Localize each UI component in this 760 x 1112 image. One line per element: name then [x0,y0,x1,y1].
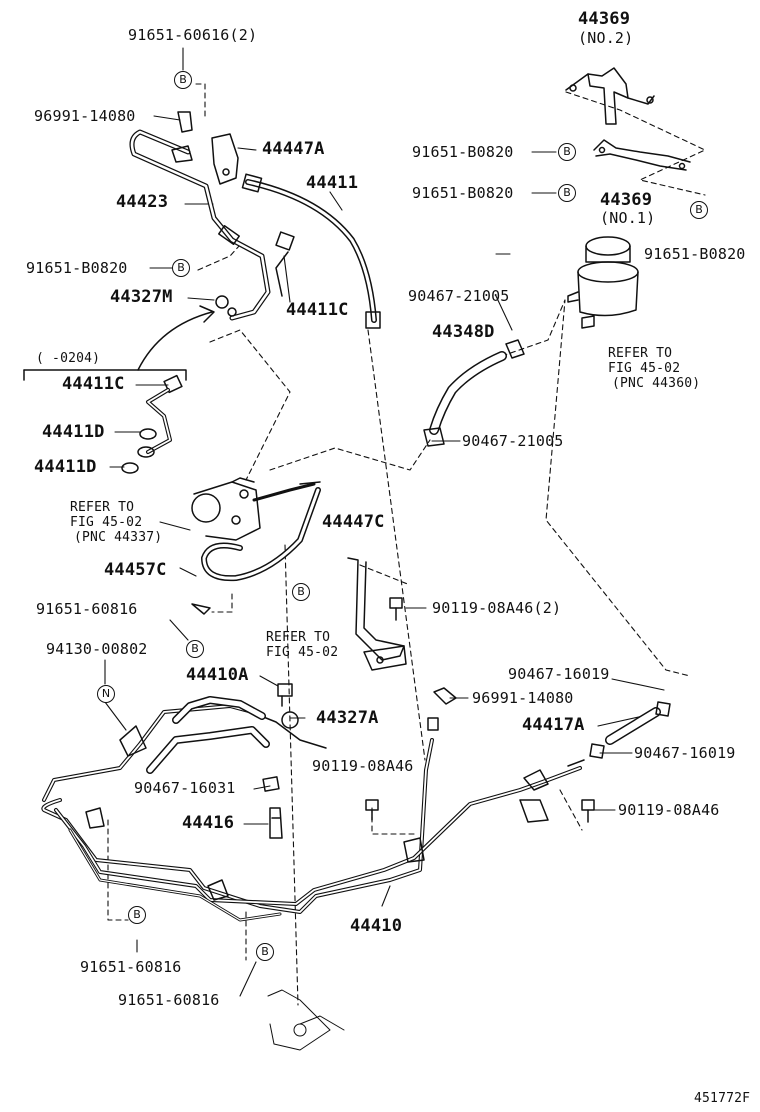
hose-44417A [567,701,671,767]
label-90119-08A46-2: 90119-08A46(2) [432,599,562,617]
steering-gear [267,989,345,1051]
label-44411: 44411 [306,173,359,193]
label-44369-no1-sub: (NO.1) [600,209,656,227]
label-44411C-top: 44411C [286,300,349,320]
label-44327A: 44327A [316,708,379,728]
label-91651-B0820-a: 91651-B0820 [412,143,514,161]
refer2-line1: REFER TO [70,500,135,515]
label-44410A: 44410A [186,665,249,685]
marker-b-4: B [690,201,708,219]
marker-b-3: B [558,184,576,202]
label-96991-14080-mid: 96991-14080 [472,689,574,707]
hose-44411 [241,173,381,329]
label-44369-no2: 44369 [578,9,631,29]
clip-96991-top [177,111,193,133]
label-44410: 44410 [350,916,403,936]
bracket-44447A [211,133,239,185]
clip-96991-mid [433,687,457,705]
label-44348D: 44348D [432,322,495,342]
label-44457C: 44457C [104,560,167,580]
marker-b-8: B [128,906,146,924]
reservoir-tank [567,236,639,329]
fittings-mid [255,683,327,792]
marker-b-7: B [186,640,204,658]
marker-b-1: B [174,71,192,89]
pipe-44423 [129,129,271,321]
label-44447A: 44447A [262,139,325,159]
bolts-lower [365,717,595,823]
label-90467-21005-a: 90467-21005 [408,287,510,305]
label-44369-no2-sub: (NO.2) [578,29,634,47]
label-91651-60816-b: 91651-60816 [80,958,182,976]
label-90119-08A46-c: 90119-08A46 [618,801,720,819]
marker-n: N [97,685,115,703]
refer1-line1: REFER TO [608,346,673,361]
fitting-44416 [269,807,283,839]
refer1-line3: (PNC 44360) [612,376,701,391]
label-44423: 44423 [116,192,169,212]
hose-44348D [423,339,525,447]
label-91651-60816-c: 91651-60816 [118,991,220,1009]
label-44417A: 44417A [522,715,585,735]
bracket-44447C [347,557,407,671]
marker-b-5: B [172,259,190,277]
refer2-line3: (PNC 44337) [74,530,163,545]
label-90119-08A46-b: 90119-08A46 [312,757,414,775]
label-0204: ( -0204) [36,351,101,366]
refer1-line2: FIG 45-02 [608,361,681,376]
n-leader [104,701,127,731]
marker-b-6: B [292,583,310,601]
marker-b-9: B [256,943,274,961]
pipe-44411C-assembly [121,374,183,474]
label-44369-no1: 44369 [600,190,653,210]
label-44327M: 44327M [110,287,173,307]
label-44447C: 44447C [322,512,385,532]
label-96991-14080-top: 96991-14080 [34,107,136,125]
refer2-line2: FIG 45-02 [70,515,143,530]
label-90467-16019-a: 90467-16019 [508,665,610,683]
label-44411C: 44411C [62,374,125,394]
pipe-44410 [41,696,582,922]
bracket-44369-no2 [565,67,655,125]
bracket-44369-no1 [593,139,691,171]
label-90467-21005-b: 90467-21005 [462,432,564,450]
union-44327M [215,295,237,317]
label-91651-60616: 91651-60616(2) [128,26,258,44]
line-clamps [85,725,549,901]
label-44416: 44416 [182,813,235,833]
bolt-90119-a [389,597,403,621]
label-44411D-b: 44411D [34,457,97,477]
marker-b-2: B [558,143,576,161]
label-90467-16019-b: 90467-16019 [634,744,736,762]
label-91651-B0820-c: 91651-B0820 [26,259,128,277]
dashed-lines [107,83,706,1006]
power-steering-pump [191,477,321,541]
arrow-curve [137,305,215,371]
refer3-line2: FIG 45-02 [266,645,339,660]
label-91651-60816-a: 91651-60816 [36,600,138,618]
label-90467-16031: 90467-16031 [134,779,236,797]
refer3-line1: REFER TO [266,630,331,645]
bracket-0204 [23,369,187,381]
label-94130-00802: 94130-00802 [46,640,148,658]
leader-lines [104,47,665,997]
label-44411D-a: 44411D [42,422,105,442]
hose-44457C [191,487,321,615]
label-91651-B0820-b: 91651-B0820 [412,184,514,202]
label-91651-B0820-d: 91651-B0820 [644,245,746,263]
diagram-id: 451772F [694,1091,751,1106]
fitting-44411C-top [275,231,295,297]
